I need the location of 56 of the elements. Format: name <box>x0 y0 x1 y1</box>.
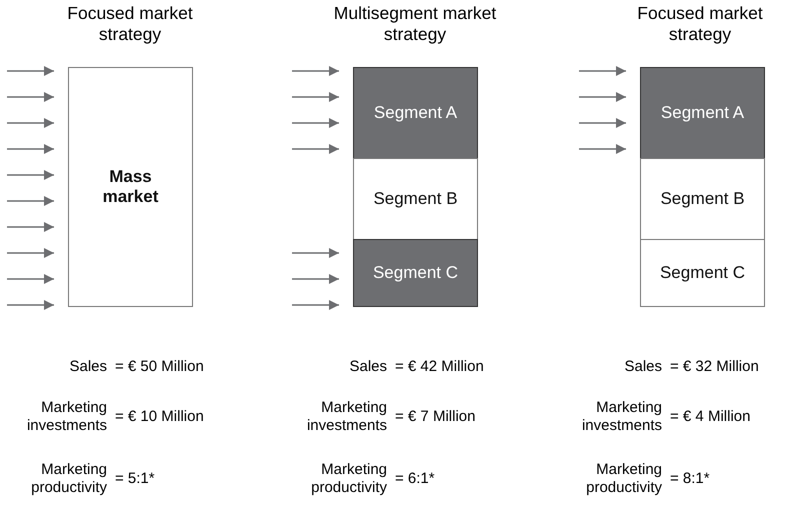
metric-name: Marketing productivity <box>585 461 662 497</box>
arrow <box>7 300 54 310</box>
column-title: Multisegment market strategy <box>332 3 498 45</box>
metric-name: Sales <box>623 358 662 376</box>
node-label: Segment C <box>372 263 458 283</box>
arrow <box>7 196 54 206</box>
node-label: Segment A <box>660 103 744 123</box>
arrow <box>7 248 54 258</box>
arrow <box>7 92 54 102</box>
arrow <box>292 66 339 76</box>
metric-name: Marketing investments <box>306 399 387 435</box>
arrow <box>292 248 339 258</box>
metric-name: Sales <box>68 358 107 376</box>
segment-box <box>640 239 765 307</box>
metric-name: Sales <box>348 358 387 376</box>
highlighted-segment-box <box>353 67 478 159</box>
arrow <box>7 274 54 284</box>
arrow <box>579 144 626 154</box>
metric-name: Marketing investments <box>26 399 107 435</box>
arrow <box>7 144 54 154</box>
metric-name: Marketing investments <box>580 399 662 435</box>
arrow <box>7 222 54 232</box>
arrow <box>579 66 626 76</box>
arrow <box>7 66 54 76</box>
column-title: Focused market strategy <box>636 3 764 45</box>
arrow <box>579 118 626 128</box>
arrow <box>292 274 339 284</box>
column-title: Focused market strategy <box>66 3 194 45</box>
arrow <box>292 118 339 128</box>
metric-value: = 6:1* <box>395 470 435 488</box>
metric-value: = € 10 Million <box>115 408 204 426</box>
arrow <box>579 92 626 102</box>
node-label: Mass market <box>102 167 160 207</box>
highlighted-segment-box <box>353 239 478 307</box>
metric-value: = 8:1* <box>670 470 710 488</box>
metric-value: = € 32 Million <box>670 358 759 376</box>
metric-value: = € 50 Million <box>115 358 204 376</box>
node-label: Segment B <box>660 189 745 209</box>
metric-value: = 5:1* <box>115 470 155 488</box>
metric-value: = € 4 Million <box>670 408 750 426</box>
metric-value: = € 7 Million <box>395 408 476 426</box>
metric-name: Marketing productivity <box>310 461 387 497</box>
node-label: Segment C <box>660 263 746 283</box>
node-label: Segment B <box>373 189 458 209</box>
segment-box <box>640 158 765 240</box>
arrow <box>292 144 339 154</box>
arrow <box>7 170 54 180</box>
arrow <box>292 92 339 102</box>
market-box <box>68 67 193 307</box>
arrow <box>7 118 54 128</box>
segment-box <box>353 158 478 240</box>
arrow <box>292 300 339 310</box>
metric-value: = € 42 Million <box>395 358 484 376</box>
node-label: Segment A <box>374 103 458 123</box>
metric-name: Marketing productivity <box>30 461 107 497</box>
highlighted-segment-box <box>640 67 765 159</box>
